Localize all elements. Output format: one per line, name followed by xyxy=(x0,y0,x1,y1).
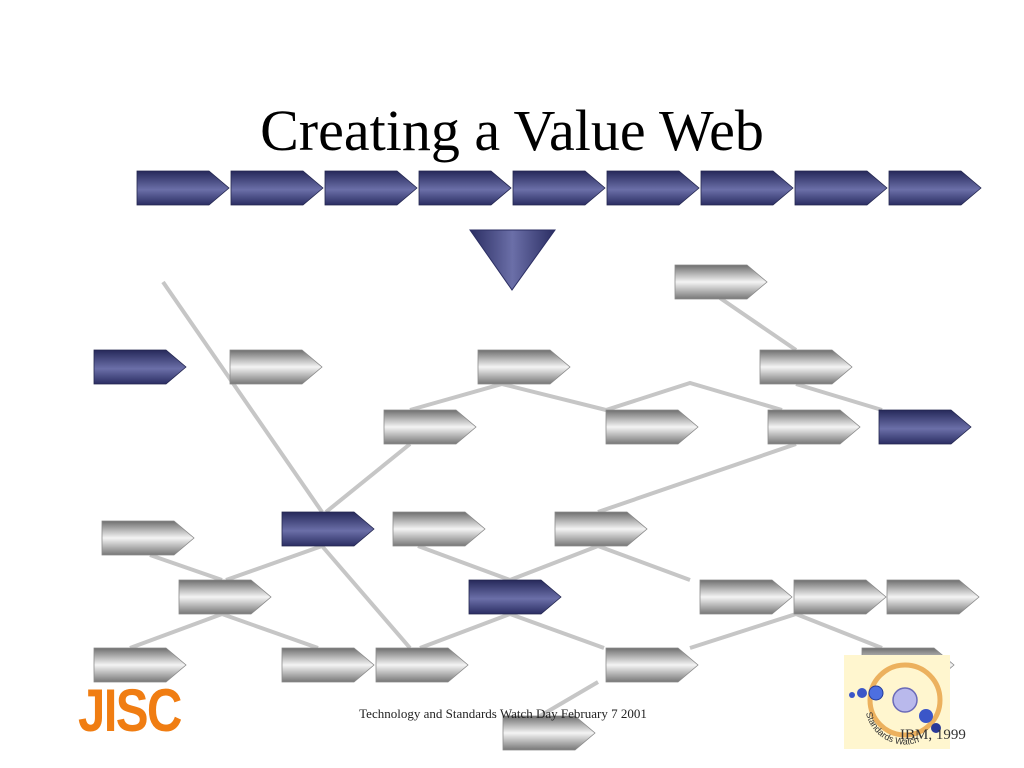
grey-web-arrow xyxy=(101,520,195,556)
grey-web-arrow xyxy=(93,647,187,683)
connector-line xyxy=(129,612,223,650)
connector-line xyxy=(409,380,783,413)
navy-web-arrow xyxy=(93,349,187,385)
connector-line xyxy=(149,553,223,582)
navy-web-arrow xyxy=(468,579,562,615)
grey-web-arrow xyxy=(759,349,853,385)
grey-web-arrow xyxy=(605,647,699,683)
down-arrow-triangle xyxy=(469,229,556,291)
value-chain-arrow xyxy=(700,170,794,206)
connector-line xyxy=(417,544,511,582)
grey-web-arrow xyxy=(383,409,477,445)
connector-line xyxy=(597,442,797,514)
value-chain-arrow xyxy=(888,170,982,206)
grey-web-arrow xyxy=(767,409,861,445)
connector-line xyxy=(225,544,323,582)
connector-lines xyxy=(129,280,883,718)
grey-web-arrow xyxy=(502,715,596,751)
image-credit: IBM, 1999 xyxy=(900,727,966,743)
value-chain-arrow xyxy=(606,170,700,206)
connector-line xyxy=(324,442,412,514)
connector-line xyxy=(320,544,412,650)
connector-line xyxy=(509,612,605,650)
connector-line xyxy=(221,612,319,650)
grey-web-arrow xyxy=(605,409,699,445)
connector-line xyxy=(597,544,691,582)
footer-text: Technology and Standards Watch Day Febru… xyxy=(359,706,647,721)
grey-web-arrow xyxy=(375,647,469,683)
connector-line xyxy=(161,280,324,514)
navy-web-arrow xyxy=(878,409,972,445)
value-chain-arrow xyxy=(136,170,230,206)
connector-line xyxy=(509,544,599,582)
value-chain-arrow xyxy=(418,170,512,206)
connector-line xyxy=(795,382,883,412)
jisc-logo: JISC xyxy=(78,677,182,744)
value-chain-arrow xyxy=(794,170,888,206)
connector-line xyxy=(538,680,600,718)
grey-web-arrow xyxy=(674,264,768,300)
connector-line xyxy=(795,612,883,650)
value-chain-arrow xyxy=(512,170,606,206)
connector-line xyxy=(689,612,797,650)
grey-web-arrow xyxy=(178,579,272,615)
grey-web-arrow xyxy=(793,579,887,615)
slide-title: Creating a Value Web xyxy=(260,98,764,163)
grey-web-arrow xyxy=(477,349,571,385)
value-chain-arrow xyxy=(230,170,324,206)
connector-line xyxy=(718,296,798,352)
grey-web-arrow xyxy=(699,579,793,615)
navy-web-arrow xyxy=(281,511,375,547)
grey-web-arrow xyxy=(554,511,648,547)
grey-web-arrow xyxy=(281,647,375,683)
grey-web-arrow xyxy=(229,349,323,385)
standards-watch-logo: Standards Watch xyxy=(844,655,950,749)
value-chain-arrow xyxy=(324,170,418,206)
connector-line xyxy=(419,612,511,650)
grey-web-arrow xyxy=(392,511,486,547)
grey-web-arrow xyxy=(886,579,980,615)
